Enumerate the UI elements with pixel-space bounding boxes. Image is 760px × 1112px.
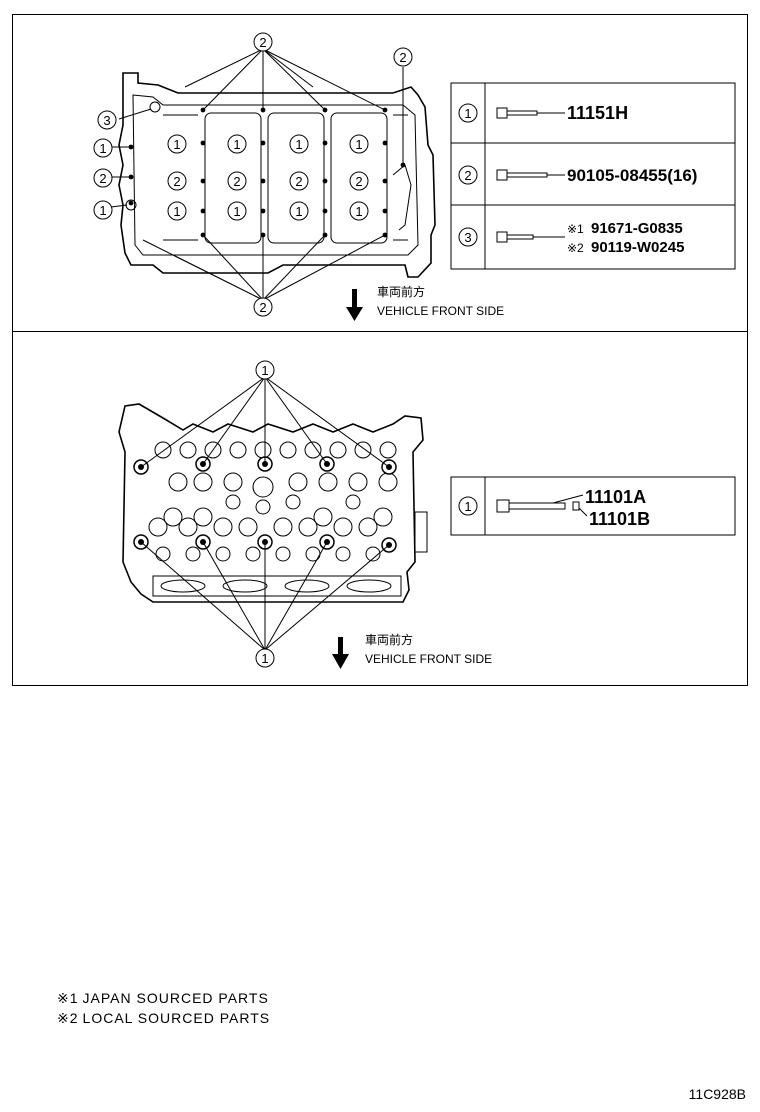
cylinder-head-diagram: 1 1 車両前方 VEHICLE FRONT SIDE 1 11101A 111… (118, 360, 736, 669)
ports (160, 579, 392, 593)
bolt-icon (496, 231, 565, 243)
svg-text:1: 1 (295, 204, 302, 219)
part-number-11101a: 11101A (585, 487, 646, 507)
table-row-3: 3 ※1 91671-G0835 ※2 90119-W0245 (458, 220, 684, 256)
svg-text:2: 2 (259, 35, 266, 50)
bottom-parts-table: 1 11101A 11101B (450, 476, 736, 536)
bolt-holes (128, 107, 406, 238)
svg-text:1: 1 (464, 106, 471, 121)
leaders-callout-1-top (140, 376, 390, 468)
svg-text:2: 2 (295, 174, 302, 189)
vehicle-front-label-en: VEHICLE FRONT SIDE (365, 652, 492, 666)
callout-2-right: 2 (393, 47, 413, 67)
svg-text:2: 2 (173, 174, 180, 189)
callout-2-top: 2 (253, 32, 273, 52)
bottom-panel: 1 1 車両前方 VEHICLE FRONT SIDE 1 11101A 111… (12, 331, 748, 686)
cam-housing-outline (118, 72, 436, 278)
head-bolt-icon (496, 494, 588, 517)
vehicle-front-arrow-top: 車両前方 VEHICLE FRONT SIDE (346, 284, 504, 321)
bore-holes (148, 441, 398, 562)
bolt-icon (496, 107, 565, 119)
svg-text:1: 1 (355, 204, 362, 219)
svg-text:1: 1 (261, 363, 268, 378)
top-parts-table: 1 11151H 2 90105-08455(16) 3 (450, 82, 736, 270)
svg-text:1: 1 (295, 137, 302, 152)
cam-bay-2 (267, 112, 325, 244)
callout-2-left: 2 (93, 168, 113, 188)
cam-housing-diagram: 2 2 2 3 1 2 1 1 1 1 1 2 2 2 2 1 1 1 1 (93, 32, 736, 321)
svg-text:2: 2 (355, 174, 362, 189)
callout-2-bottom: 2 (253, 297, 273, 317)
svg-text:1: 1 (233, 137, 240, 152)
callout-1-top: 1 (255, 360, 275, 380)
leaders-callout-1-bottom (140, 541, 390, 651)
side-boss (414, 511, 428, 553)
callout-1-bottom: 1 (255, 648, 275, 668)
svg-text:1: 1 (464, 499, 471, 514)
vehicle-front-label-en: VEHICLE FRONT SIDE (377, 304, 504, 318)
part-number-90119: 90119-W0245 (591, 239, 684, 256)
svg-text:※2: ※2 (567, 241, 584, 255)
vehicle-front-label-jp: 車両前方 (377, 284, 425, 299)
port-flange (152, 575, 402, 597)
svg-text:3: 3 (103, 113, 110, 128)
svg-text:1: 1 (233, 204, 240, 219)
part-number-90105: 90105-08455(16) (567, 166, 697, 185)
svg-text:2: 2 (464, 168, 471, 183)
svg-text:1: 1 (173, 204, 180, 219)
svg-text:※1: ※1 (567, 222, 584, 236)
cap-callouts: 1 1 1 1 2 2 2 2 1 1 1 1 (167, 134, 369, 221)
part-number-11101b: 11101B (589, 509, 650, 529)
svg-text:1: 1 (99, 141, 106, 156)
svg-text:3: 3 (464, 230, 471, 245)
bolt-icon (496, 169, 565, 181)
cylinder-head-outline (118, 403, 424, 603)
vehicle-front-label-jp: 車両前方 (365, 632, 413, 647)
svg-text:1: 1 (99, 203, 106, 218)
table-row-2: 2 90105-08455(16) (458, 165, 697, 185)
svg-text:2: 2 (399, 50, 406, 65)
part-number-11151h: 11151H (567, 103, 628, 123)
svg-text:1: 1 (261, 651, 268, 666)
cam-bay-1 (204, 112, 262, 244)
svg-text:2: 2 (233, 174, 240, 189)
svg-text:2: 2 (99, 171, 106, 186)
table-row-1: 1 11151H (458, 103, 628, 123)
leaders-callout-2-bottom (142, 234, 386, 301)
top-panel: 2 2 2 3 1 2 1 1 1 1 1 2 2 2 2 1 1 1 1 (12, 14, 748, 332)
svg-text:1: 1 (173, 137, 180, 152)
callout-1-left-b: 1 (93, 200, 113, 220)
svg-text:2: 2 (259, 300, 266, 315)
callout-1-left-a: 1 (93, 138, 113, 158)
svg-text:1: 1 (355, 137, 362, 152)
leaders-callout-2-top (184, 48, 386, 111)
cam-bay-3 (330, 112, 388, 244)
part-number-91671: 91671-G0835 (591, 220, 683, 237)
diagram-code: 11C928B (688, 1086, 746, 1102)
callout-3-left: 3 (97, 110, 117, 130)
cam-housing-inner (132, 94, 419, 256)
vehicle-front-arrow-bottom: 車両前方 VEHICLE FRONT SIDE (332, 632, 492, 669)
